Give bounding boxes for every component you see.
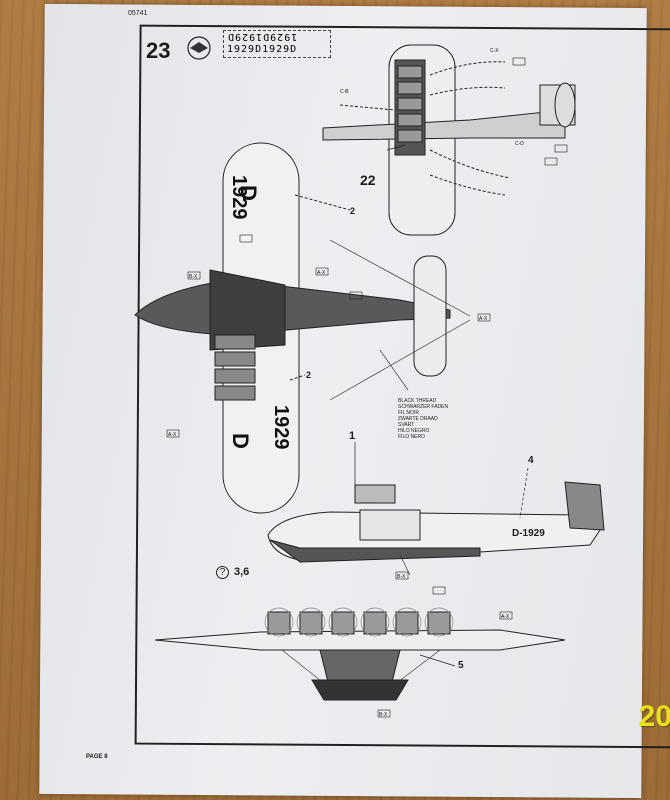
fuselage-hull <box>134 279 451 336</box>
top-view-aircraft <box>134 142 471 514</box>
box-tag-icon <box>544 157 558 166</box>
tag-c-x-top: C-X <box>490 48 499 54</box>
box-tag-icon <box>512 57 526 66</box>
thread-legend-line: SVART <box>398 422 415 428</box>
hull-registration: D-1929 <box>512 528 545 539</box>
callout-part-5: 5 <box>458 660 464 671</box>
tag-a-x: A-X <box>479 316 488 322</box>
callout-part-22: 22 <box>360 172 376 188</box>
callout-part-2-top: 2 <box>350 206 356 216</box>
box-tag-icon <box>187 271 201 280</box>
box-tag-icon <box>499 611 513 620</box>
decal-codes: 1929D1929D <box>227 44 298 55</box>
thread-legend-line: BLACK THREAD <box>398 398 437 404</box>
thread-legend-line: ZWARTE DRAAD <box>398 416 438 422</box>
box-tag-icon <box>432 586 446 595</box>
thread-legend-line: HILO NEGRO <box>398 428 430 434</box>
kit-number: 05741 <box>128 10 148 17</box>
propeller-discs <box>264 607 454 637</box>
box-tag-icon <box>477 313 491 322</box>
lower-wing-front <box>154 629 566 651</box>
box-tag-icon <box>349 291 363 300</box>
thread-legend-line: FIL NOIR <box>398 410 419 416</box>
tag-c-d: C-D <box>515 141 524 147</box>
callout-part-3-6: 3,6 <box>234 566 250 578</box>
callout-part-4: 4 <box>528 455 534 466</box>
upper-wing-number: 1929 <box>228 175 250 220</box>
box-tag-icon <box>377 709 391 718</box>
page-label: PAGE 8 <box>86 754 108 760</box>
tag-b-x: B-X <box>397 574 406 580</box>
box-tag-icon <box>554 144 568 153</box>
callout-part-2-bottom: 2 <box>306 370 312 380</box>
tag-b-x: B-X <box>189 274 198 280</box>
decal-sheet-badge-icon <box>187 36 211 60</box>
rigging-detail-view <box>322 44 576 236</box>
engine-nacelles <box>214 334 256 401</box>
decal-sheet-outline <box>223 30 331 58</box>
lower-wing-number: 1929 <box>270 405 292 450</box>
tag-a-x: A-X <box>317 270 326 276</box>
question-icon: ? <box>216 566 229 579</box>
tag-c-b-left: C-B <box>340 89 349 95</box>
box-tag-icon <box>166 429 180 438</box>
tag-a-x: A-X <box>501 614 510 620</box>
thread-legend-line: FILO NERO <box>398 434 425 440</box>
tag-b-x: B-X <box>379 712 388 718</box>
box-tag-icon <box>239 234 253 243</box>
lower-wing-letter: D <box>227 433 253 449</box>
box-tag-icon <box>395 571 409 580</box>
side-view-aircraft <box>267 481 605 576</box>
step-number: 23 <box>146 38 171 63</box>
corner-date-stamp: 20 <box>638 700 670 733</box>
box-tag-icon <box>315 267 329 276</box>
front-view-aircraft <box>154 607 566 701</box>
thread-legend-line: SCHWARZER FADEN <box>398 404 449 410</box>
callout-part-1: 1 <box>349 430 356 442</box>
tail-plane <box>413 255 447 377</box>
tag-a-x: A-X <box>168 432 177 438</box>
